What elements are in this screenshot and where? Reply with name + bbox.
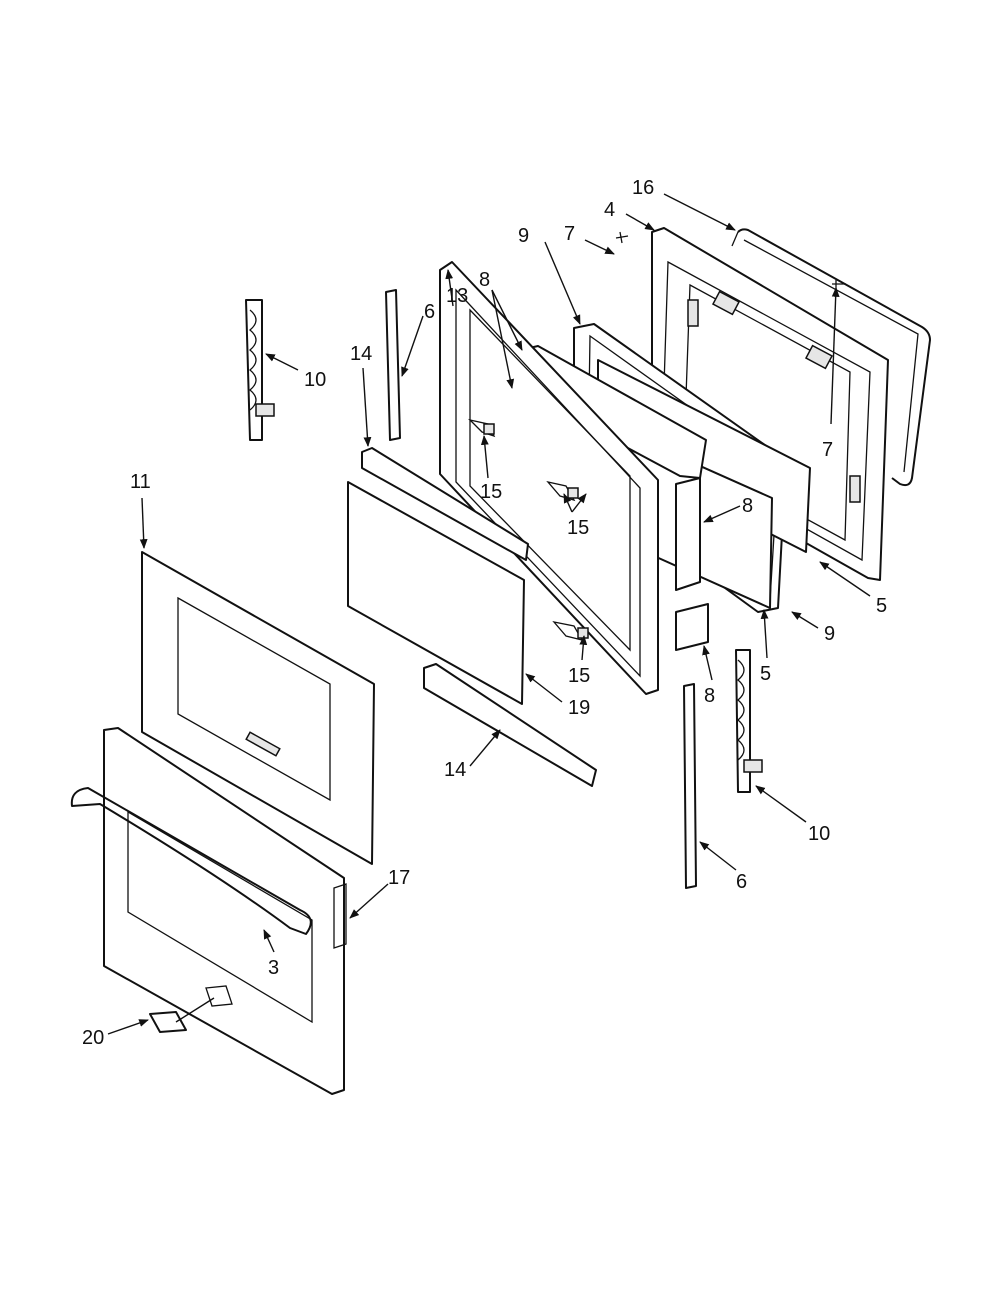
callout-20: 20 — [82, 1027, 104, 1049]
callout-7: 7 — [822, 439, 833, 461]
bottom-channel — [423, 663, 597, 787]
inner-glass — [347, 481, 525, 705]
insulation-bottom-block — [675, 603, 709, 651]
outer-door-panel — [141, 551, 375, 865]
callout-5: 5 — [876, 595, 887, 617]
door-gasket — [731, 228, 931, 487]
callout-labels: 16 4 7 9 8 13 6 14 10 7 15 15 11 8 5 9 5… — [82, 177, 887, 1049]
callout-4: 4 — [604, 199, 615, 221]
hinge-left — [245, 299, 275, 441]
door-frame — [439, 261, 659, 695]
callout-15: 15 — [567, 517, 589, 539]
callout-17: 17 — [388, 867, 410, 889]
callout-15: 15 — [568, 665, 590, 687]
callout-11: 11 — [130, 471, 151, 493]
callout-9: 9 — [518, 225, 529, 247]
callout-14: 14 — [350, 343, 372, 365]
callout-8: 8 — [479, 269, 490, 291]
top-channel — [361, 447, 529, 561]
callout-19: 19 — [568, 697, 590, 719]
callout-10: 10 — [808, 823, 830, 845]
clip-middle — [546, 480, 579, 502]
callout-10: 10 — [304, 369, 326, 391]
leader-lines — [107, 193, 871, 1035]
callout-5: 5 — [760, 663, 771, 685]
hinge-right — [735, 649, 763, 793]
door-outer-assembly — [103, 727, 347, 1095]
callout-8: 8 — [742, 495, 753, 517]
inner-door-liner — [651, 227, 889, 581]
insulation-right-block — [675, 477, 701, 591]
side-trim-left — [385, 289, 401, 441]
callout-9: 9 — [824, 623, 835, 645]
callout-15: 15 — [480, 481, 502, 503]
callout-6: 6 — [424, 301, 435, 323]
callout-8: 8 — [704, 685, 715, 707]
callout-16: 16 — [632, 177, 654, 199]
callout-3: 3 — [268, 957, 279, 979]
callout-7: 7 — [564, 223, 575, 245]
clip-upper — [467, 418, 496, 438]
side-trim-right — [683, 683, 697, 889]
callout-14: 14 — [444, 759, 466, 781]
screw-top — [615, 231, 629, 244]
callout-6: 6 — [736, 871, 747, 893]
door-handle — [70, 787, 312, 935]
callout-13: 13 — [446, 285, 468, 307]
